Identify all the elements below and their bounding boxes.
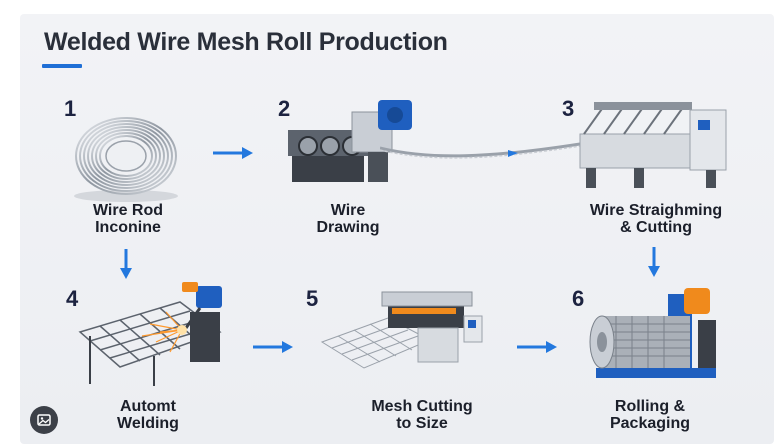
step-1-label-line2: Inconine: [95, 219, 161, 236]
step-1-label: Wire Rod Inconine: [38, 202, 218, 236]
step-6-label-line2: Packaging: [609, 415, 691, 432]
wire-strand-image: [380, 142, 580, 159]
arrow-down-icon: [120, 249, 132, 279]
step-4-label: Automt Welding: [58, 398, 238, 432]
mesh-cutting-machine-image: [320, 291, 483, 369]
step-4-number: 4: [66, 286, 79, 311]
step-3-label: Wire Straighming & Cutting: [566, 202, 746, 236]
arrow-right-icon: [517, 341, 557, 353]
arrow-down-icon: [648, 247, 660, 277]
step-6-label: Rolling & Packaging: [560, 398, 740, 432]
step-5-number: 5: [306, 286, 319, 311]
wire-drawing-machine-image: [288, 100, 412, 182]
step-3-number: 3: [562, 96, 575, 121]
step-3-label-line1: Wire Straighming: [589, 202, 723, 219]
step-4-label-line1: Automt: [120, 398, 176, 415]
title-underline: [42, 64, 82, 68]
step-5-label: Mesh Cutting to Size: [332, 398, 512, 432]
step-6-number: 6: [572, 286, 585, 311]
step-6-label-line1: Rolling &: [614, 398, 686, 415]
step-3-label-line2: & Cutting: [620, 219, 692, 236]
step-1-number: 1: [64, 96, 77, 121]
step-4-label-line2: Welding: [117, 415, 179, 432]
step-2-label-line2: Drawing: [316, 219, 380, 236]
step-2-number: 2: [278, 96, 291, 121]
step-2-label: Wire Drawing: [258, 202, 438, 236]
welding-machine-image: [78, 282, 222, 386]
step-1-label-line1: Wire Rod: [92, 202, 164, 219]
straightening-cutting-machine-image: [579, 102, 727, 188]
step-5-label-line1: Mesh Cutting: [371, 398, 473, 415]
rolling-machine-image: [589, 288, 716, 378]
wire-coil-image: [74, 117, 178, 202]
image-gallery-button[interactable]: [30, 406, 58, 434]
step-5-label-line2: to Size: [396, 415, 448, 432]
page-title: Welded Wire Mesh Roll Production: [44, 28, 448, 56]
image-gallery-icon: [37, 414, 51, 426]
arrow-right-icon: [213, 147, 253, 159]
arrow-right-icon: [253, 341, 293, 353]
step-2-label-line1: Wire: [330, 202, 366, 219]
